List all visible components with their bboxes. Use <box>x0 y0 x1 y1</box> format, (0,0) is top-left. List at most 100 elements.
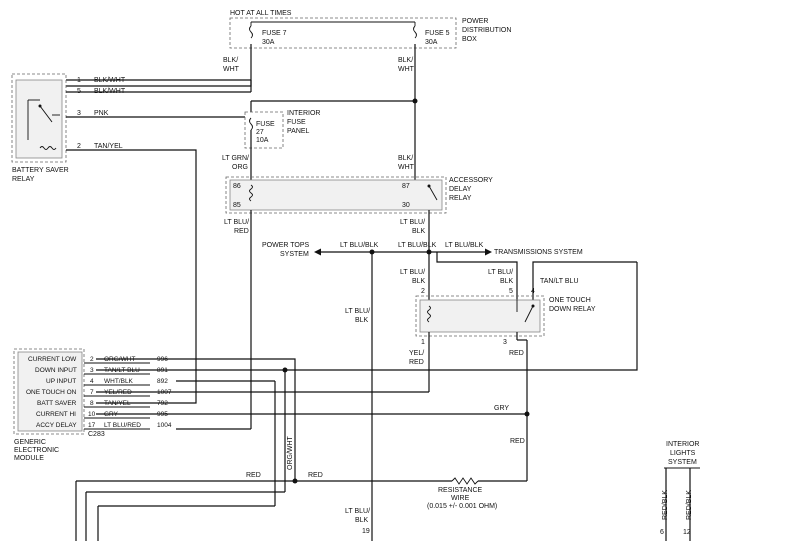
wire-label-red-mid: RED <box>510 438 525 445</box>
power-tops-label-2: SYSTEM <box>280 251 309 258</box>
interior-lights-wire-2: RED/BLK <box>686 490 693 520</box>
otd-pin-1: 1 <box>421 339 425 346</box>
wire-label-red-bottom-left: RED <box>246 472 261 479</box>
bus-label-3: LT BLU/BLK <box>445 242 484 249</box>
gem-row-wire: GRY <box>104 411 119 418</box>
fuse-panel-name-3: PANEL <box>287 128 310 135</box>
gem-row-pin: 7 <box>90 389 94 396</box>
otd-wire-5-2: BLK <box>500 278 514 285</box>
fuse7-label: FUSE 7 <box>262 30 287 37</box>
interior-lights-name-2: LIGHTS <box>670 450 696 457</box>
battery-saver-relay: BATTERY SAVER RELAY <box>11 73 69 183</box>
gem-row-circuit: 891 <box>157 367 168 374</box>
interior-lights-pin-12: 12 <box>683 529 691 536</box>
gem-row-circuit: 995 <box>157 411 168 418</box>
transmissions-label: TRANSMISSIONS SYSTEM <box>494 249 583 256</box>
gem-row: ONE TOUCH ON 7 YEL/RED 1007 <box>26 389 172 396</box>
gem-row-pin: 4 <box>90 378 94 385</box>
gem-row-circuit: 1007 <box>157 389 172 396</box>
wire-label-lt-blu-red-2: RED <box>234 228 249 235</box>
bus-label-2: LT BLU/BLK <box>398 242 437 249</box>
acc-relay-pin-30: 30 <box>402 202 410 209</box>
bsr-pin-1: 1 <box>77 77 81 84</box>
resistance-label-2: WIRE <box>451 495 470 502</box>
accessory-relay-outline <box>225 176 447 214</box>
arrow-power-tops <box>314 248 321 256</box>
gem-row: BATT SAVER 8 TAN/YEL 792 <box>37 400 168 407</box>
otd-wire-5-1: LT BLU/ <box>488 269 513 276</box>
gem-connector: C283 <box>88 431 105 438</box>
gem-row: CURRENT LOW 2 ORG/WHT 996 <box>28 356 168 363</box>
fuse7-symbol <box>249 25 253 39</box>
fuse5-rating: 30A <box>425 39 438 46</box>
generic-electronic-module: GENERIC ELECTRONIC MODULE C283 CURRENT L… <box>13 348 172 462</box>
acc-relay-name-3: RELAY <box>449 195 472 202</box>
power-box-name-1: POWER <box>462 18 488 25</box>
gem-row-label: ACCY DELAY <box>36 422 77 429</box>
wire-label-lt-blu-blk-left-1: LT BLU/ <box>345 308 370 315</box>
otd-pin-5: 5 <box>509 288 513 295</box>
interior-lights-wire-1: RED/BLK <box>662 490 669 520</box>
otd-relay-name-2: DOWN RELAY <box>549 306 596 313</box>
wire-label-lt-blu-blk-30-2: BLK <box>412 228 426 235</box>
gem-row-pin: 17 <box>88 422 96 429</box>
power-box-name-3: BOX <box>462 36 477 43</box>
gem-row-label: CURRENT HI <box>36 411 76 418</box>
bsr-wire-2: TAN/YEL <box>94 143 123 150</box>
wire-label-gry: GRY <box>494 405 509 412</box>
fuse7-rating: 30A <box>262 39 275 46</box>
wire-label-blk-wht-mid-1: BLK/ <box>398 155 413 162</box>
gem-row-wire: ORG/WHT <box>104 356 135 363</box>
acc-relay-name-2: DELAY <box>449 186 472 193</box>
gem-row: UP INPUT 4 WHT/BLK 892 <box>46 378 168 385</box>
interior-lights-name-1: INTERIOR <box>666 441 699 448</box>
wire-label-blk-wht-left-1: BLK/ <box>223 57 238 64</box>
wire-label-org-wht: ORG/WHT <box>287 435 294 470</box>
battery-saver-relay-outline <box>11 73 67 163</box>
otd-pin-4: 4 <box>531 288 535 295</box>
arrow-transmissions <box>485 248 492 256</box>
accessory-delay-relay: 86 85 87 30 ACCESSORY DELAY RELAY <box>225 176 493 214</box>
resistance-label-3: (0.015 +/- 0.001 OHM) <box>427 503 497 510</box>
power-distribution-box: HOT AT ALL TIMES FUSE 7 30A FUSE 5 30A P… <box>229 10 511 49</box>
fuse-panel-outline <box>244 111 284 149</box>
bsr-pin-2: 2 <box>77 143 81 150</box>
interior-lights-pin-6: 6 <box>660 529 664 536</box>
bsr-wire-1: BLK/WHT <box>94 77 126 84</box>
wire-label-lt-grn-org-1: LT GRN/ <box>222 155 249 162</box>
wire-label-blk-wht-mid-2: WHT <box>398 164 415 171</box>
gem-outline <box>13 348 85 435</box>
gem-name-2: ELECTRONIC <box>14 447 59 454</box>
gem-row: CURRENT HI 10 GRY 995 <box>36 411 168 418</box>
wire-label-blk-wht-right-1: BLK/ <box>398 57 413 64</box>
gem-row-wire: TAN/YEL <box>104 400 131 407</box>
wire-label-yel-red-1: YEL/ <box>409 350 424 357</box>
fuse-panel-name-2: FUSE <box>287 119 306 126</box>
otd-wire-2-1: LT BLU/ <box>400 269 425 276</box>
wire-label-lt-grn-org-2: ORG <box>232 164 248 171</box>
fuse27-symbol <box>249 117 253 131</box>
resistance-wire-symbol <box>451 477 479 485</box>
gem-row: DOWN INPUT 3 TAN/LT BLU 891 <box>35 367 168 374</box>
wire-label-blk-wht-left-2: WHT <box>223 66 240 73</box>
acc-relay-name-1: ACCESSORY <box>449 177 493 184</box>
otd-wire-2-2: BLK <box>412 278 426 285</box>
gem-row-label: UP INPUT <box>46 378 76 385</box>
otd-wire-4: TAN/LT BLU <box>540 278 579 285</box>
wire-label-red-bottom-mid: RED <box>308 472 323 479</box>
wire-label-lt-blu-blk-30-1: LT BLU/ <box>400 219 425 226</box>
fuse-panel-name-1: INTERIOR <box>287 110 320 117</box>
power-box-outline <box>229 17 457 49</box>
gem-row: ACCY DELAY 17 LT BLU/RED 1004 <box>36 422 172 429</box>
otd-relay-outline <box>415 295 545 337</box>
gem-row-label: DOWN INPUT <box>35 367 77 374</box>
fuse5-label: FUSE 5 <box>425 30 450 37</box>
gem-row-wire: TAN/LT BLU <box>104 367 140 374</box>
interior-fuse-panel: FUSE 27 10A INTERIOR FUSE PANEL <box>244 110 320 149</box>
gem-row-wire: WHT/BLK <box>104 378 134 385</box>
gem-row-pin: 2 <box>90 356 94 363</box>
wire-label-lt-blu-red-1: LT BLU/ <box>224 219 249 226</box>
bus-label-1: LT BLU/BLK <box>340 242 379 249</box>
acc-relay-pin-87: 87 <box>402 183 410 190</box>
